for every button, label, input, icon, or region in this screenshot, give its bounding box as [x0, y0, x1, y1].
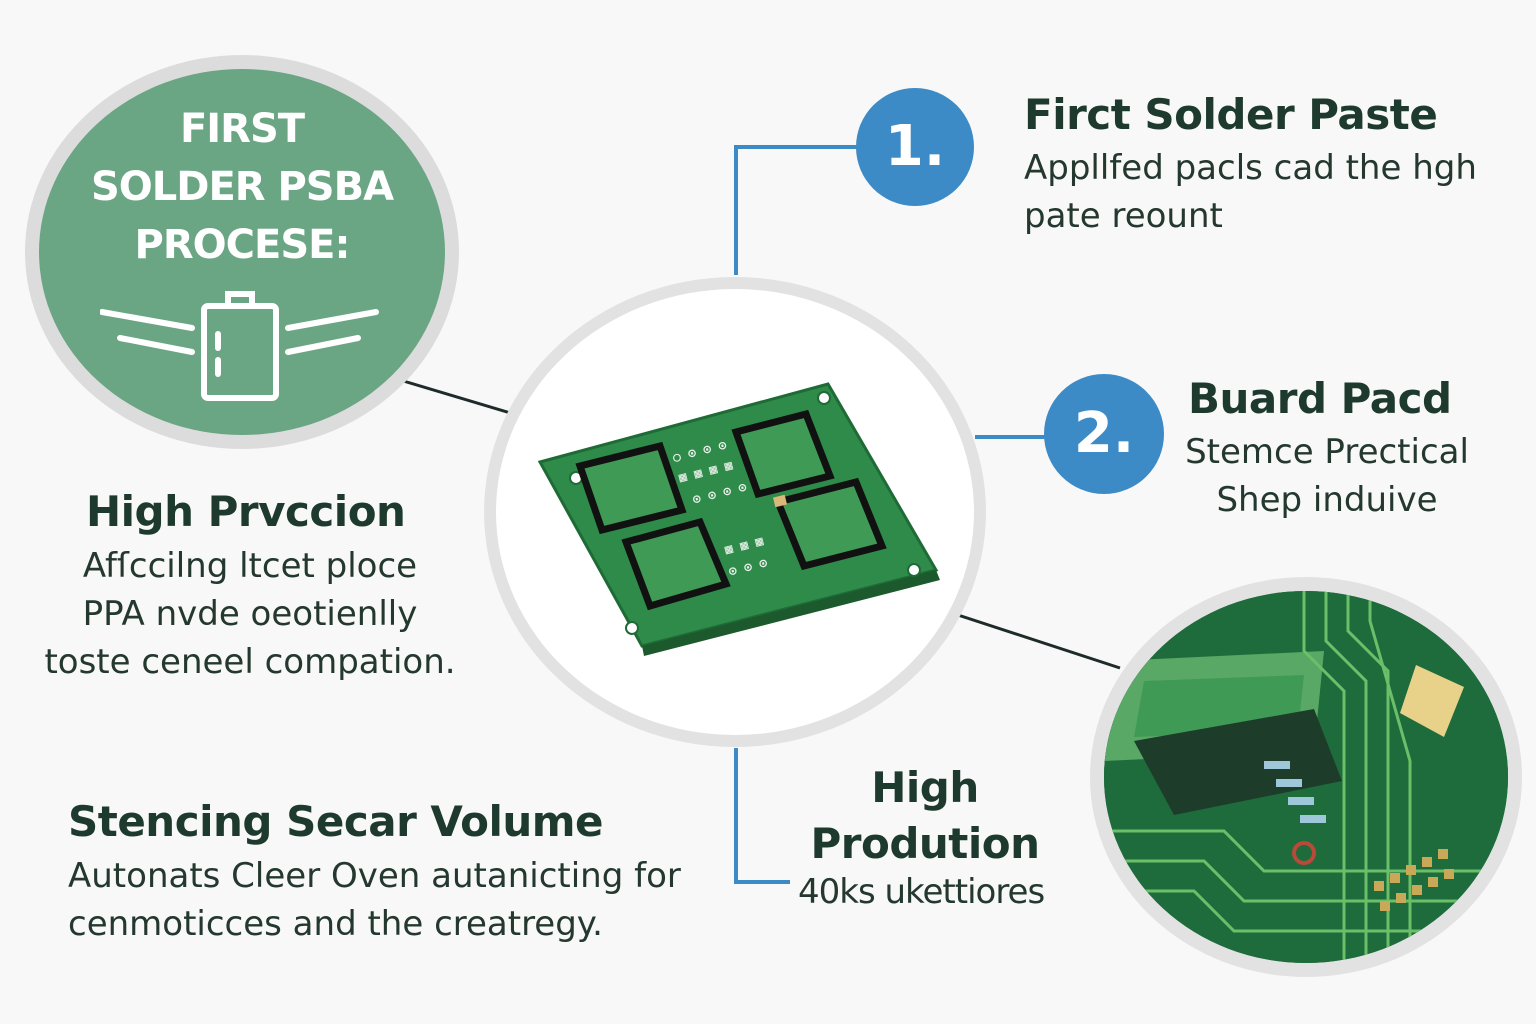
connector-bottom: [734, 748, 790, 884]
stencil-volume-text: Autonats Cleer Oven autanicting for cenm…: [68, 856, 681, 944]
connector-step-1: [734, 145, 862, 275]
step-1-badge: 1.: [856, 88, 974, 206]
step-2-badge: 2.: [1044, 374, 1164, 494]
stencil-volume-title: Stencing Secar Volume: [68, 797, 604, 846]
precision-title: High Prvccion: [86, 487, 406, 536]
hero-title: FIRST SOLDER PSBA PROCESE:: [90, 106, 394, 268]
step-2-title: Buard Pacd: [1188, 374, 1452, 423]
pcb-closeup-circle: [1090, 577, 1522, 977]
step-1-title: Firct Solder Paste: [1024, 90, 1438, 139]
pcb-closeup-image: [1104, 591, 1508, 963]
production-title: High Prodution: [810, 763, 1040, 868]
step-1-text: Appllfed pacls cad the hgh pate reount: [1024, 148, 1477, 236]
production-text: 40ks ukettiores: [798, 872, 1045, 912]
stencil-printer-icon: [100, 291, 379, 401]
step-2-text: Stemce Prectical Shep induive: [1185, 432, 1469, 520]
pcb-board-image: ○ ⊙ ⊙ ⊙ ▦ ▦ ▦ ▦ ⊙ ⊙ ⊙ ⊙ ▦ ▦ ▦ ⊙ ⊙ ⊙: [537, 382, 940, 656]
precision-text: Afſccilng ltcet ploce PPA nvde oeotienll…: [44, 546, 456, 682]
